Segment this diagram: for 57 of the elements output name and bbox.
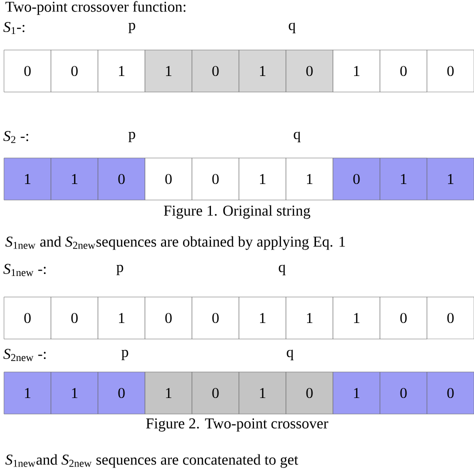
bit-cell: 0 (380, 50, 428, 92)
bit-cell: 1 (332, 50, 380, 92)
bit-cell: 1 (286, 158, 334, 200)
crossover-point-label: p (128, 132, 136, 142)
bit-cell: 0 (426, 50, 474, 92)
bit-cell: 1 (238, 158, 286, 200)
bit-cell: 0 (192, 296, 240, 340)
bit-cell: 0 (286, 372, 334, 414)
bit-cell: 0 (380, 372, 428, 414)
bit-cell: 0 (50, 296, 98, 340)
sentence: S$_{1new}$ and S$_{2new}$sequences are obtained by applying Eq. 1 (5, 236, 345, 250)
bit-cell: 0 (144, 296, 192, 340)
crossover-point-label: p (121, 350, 128, 360)
bit-cell: 0 (98, 158, 146, 200)
bit-cell: 0 (332, 158, 380, 200)
bit-cell: 0 (426, 296, 474, 340)
bit-cell: 0 (426, 372, 474, 414)
bit-cell: 1 (50, 372, 98, 414)
bit-cell: 1 (238, 372, 286, 414)
bit-cell: 1 (332, 296, 380, 340)
bit-cell: 1 (286, 296, 334, 340)
figure-caption: Figure 1. Original string (164, 205, 310, 219)
bit-cell: 0 (380, 296, 428, 340)
bit-cell: 1 (4, 372, 52, 414)
crossover-point-label: q (278, 264, 286, 276)
bit-cell: 1 (380, 158, 428, 200)
bit-cell: 1 (98, 296, 146, 340)
bit-cell: 0 (4, 296, 52, 340)
crossover-point-label: q (288, 22, 296, 34)
crossover-point-label: p (128, 22, 136, 34)
crossover-point-label: q (294, 132, 300, 142)
heading: Two-point crossover function: (5, 1, 186, 15)
sequence-label: S$_{2}$ -: (3, 130, 28, 144)
bit-cell: 0 (192, 372, 240, 414)
bit-cell: 0 (192, 50, 240, 92)
bit-cell: 0 (192, 158, 240, 200)
figure-caption: Figure 2. Two-point crossover (146, 418, 328, 432)
bit-cell: 0 (4, 50, 52, 92)
bit-cell: 1 (98, 50, 146, 92)
bit-cell: 0 (144, 158, 192, 200)
crossover-point-label: q (286, 350, 294, 360)
sequence-label: S$_{2new}$ -: (3, 348, 46, 362)
crossover-point-label: p (116, 264, 124, 276)
bit-cell: 1 (238, 296, 286, 340)
bit-cell: 0 (98, 372, 146, 414)
bit-cell: 1 (238, 50, 286, 92)
bit-cell: 0 (50, 50, 98, 92)
bit-cell: 1 (4, 158, 52, 200)
bit-cell: 1 (144, 50, 192, 92)
bit-cell: 1 (332, 372, 380, 414)
bit-cell: 0 (286, 50, 334, 92)
bit-cell: 1 (144, 372, 192, 414)
sequence-label: S$_{1}$-: (3, 22, 24, 34)
sentence: S$_{1new}$and S$_{2new}$ sequences are concatenated to get (5, 454, 298, 468)
bit-cell: 1 (426, 158, 474, 200)
bit-cell: 1 (50, 158, 98, 200)
sequence-label: S$_{1new}$ -: (3, 264, 46, 276)
